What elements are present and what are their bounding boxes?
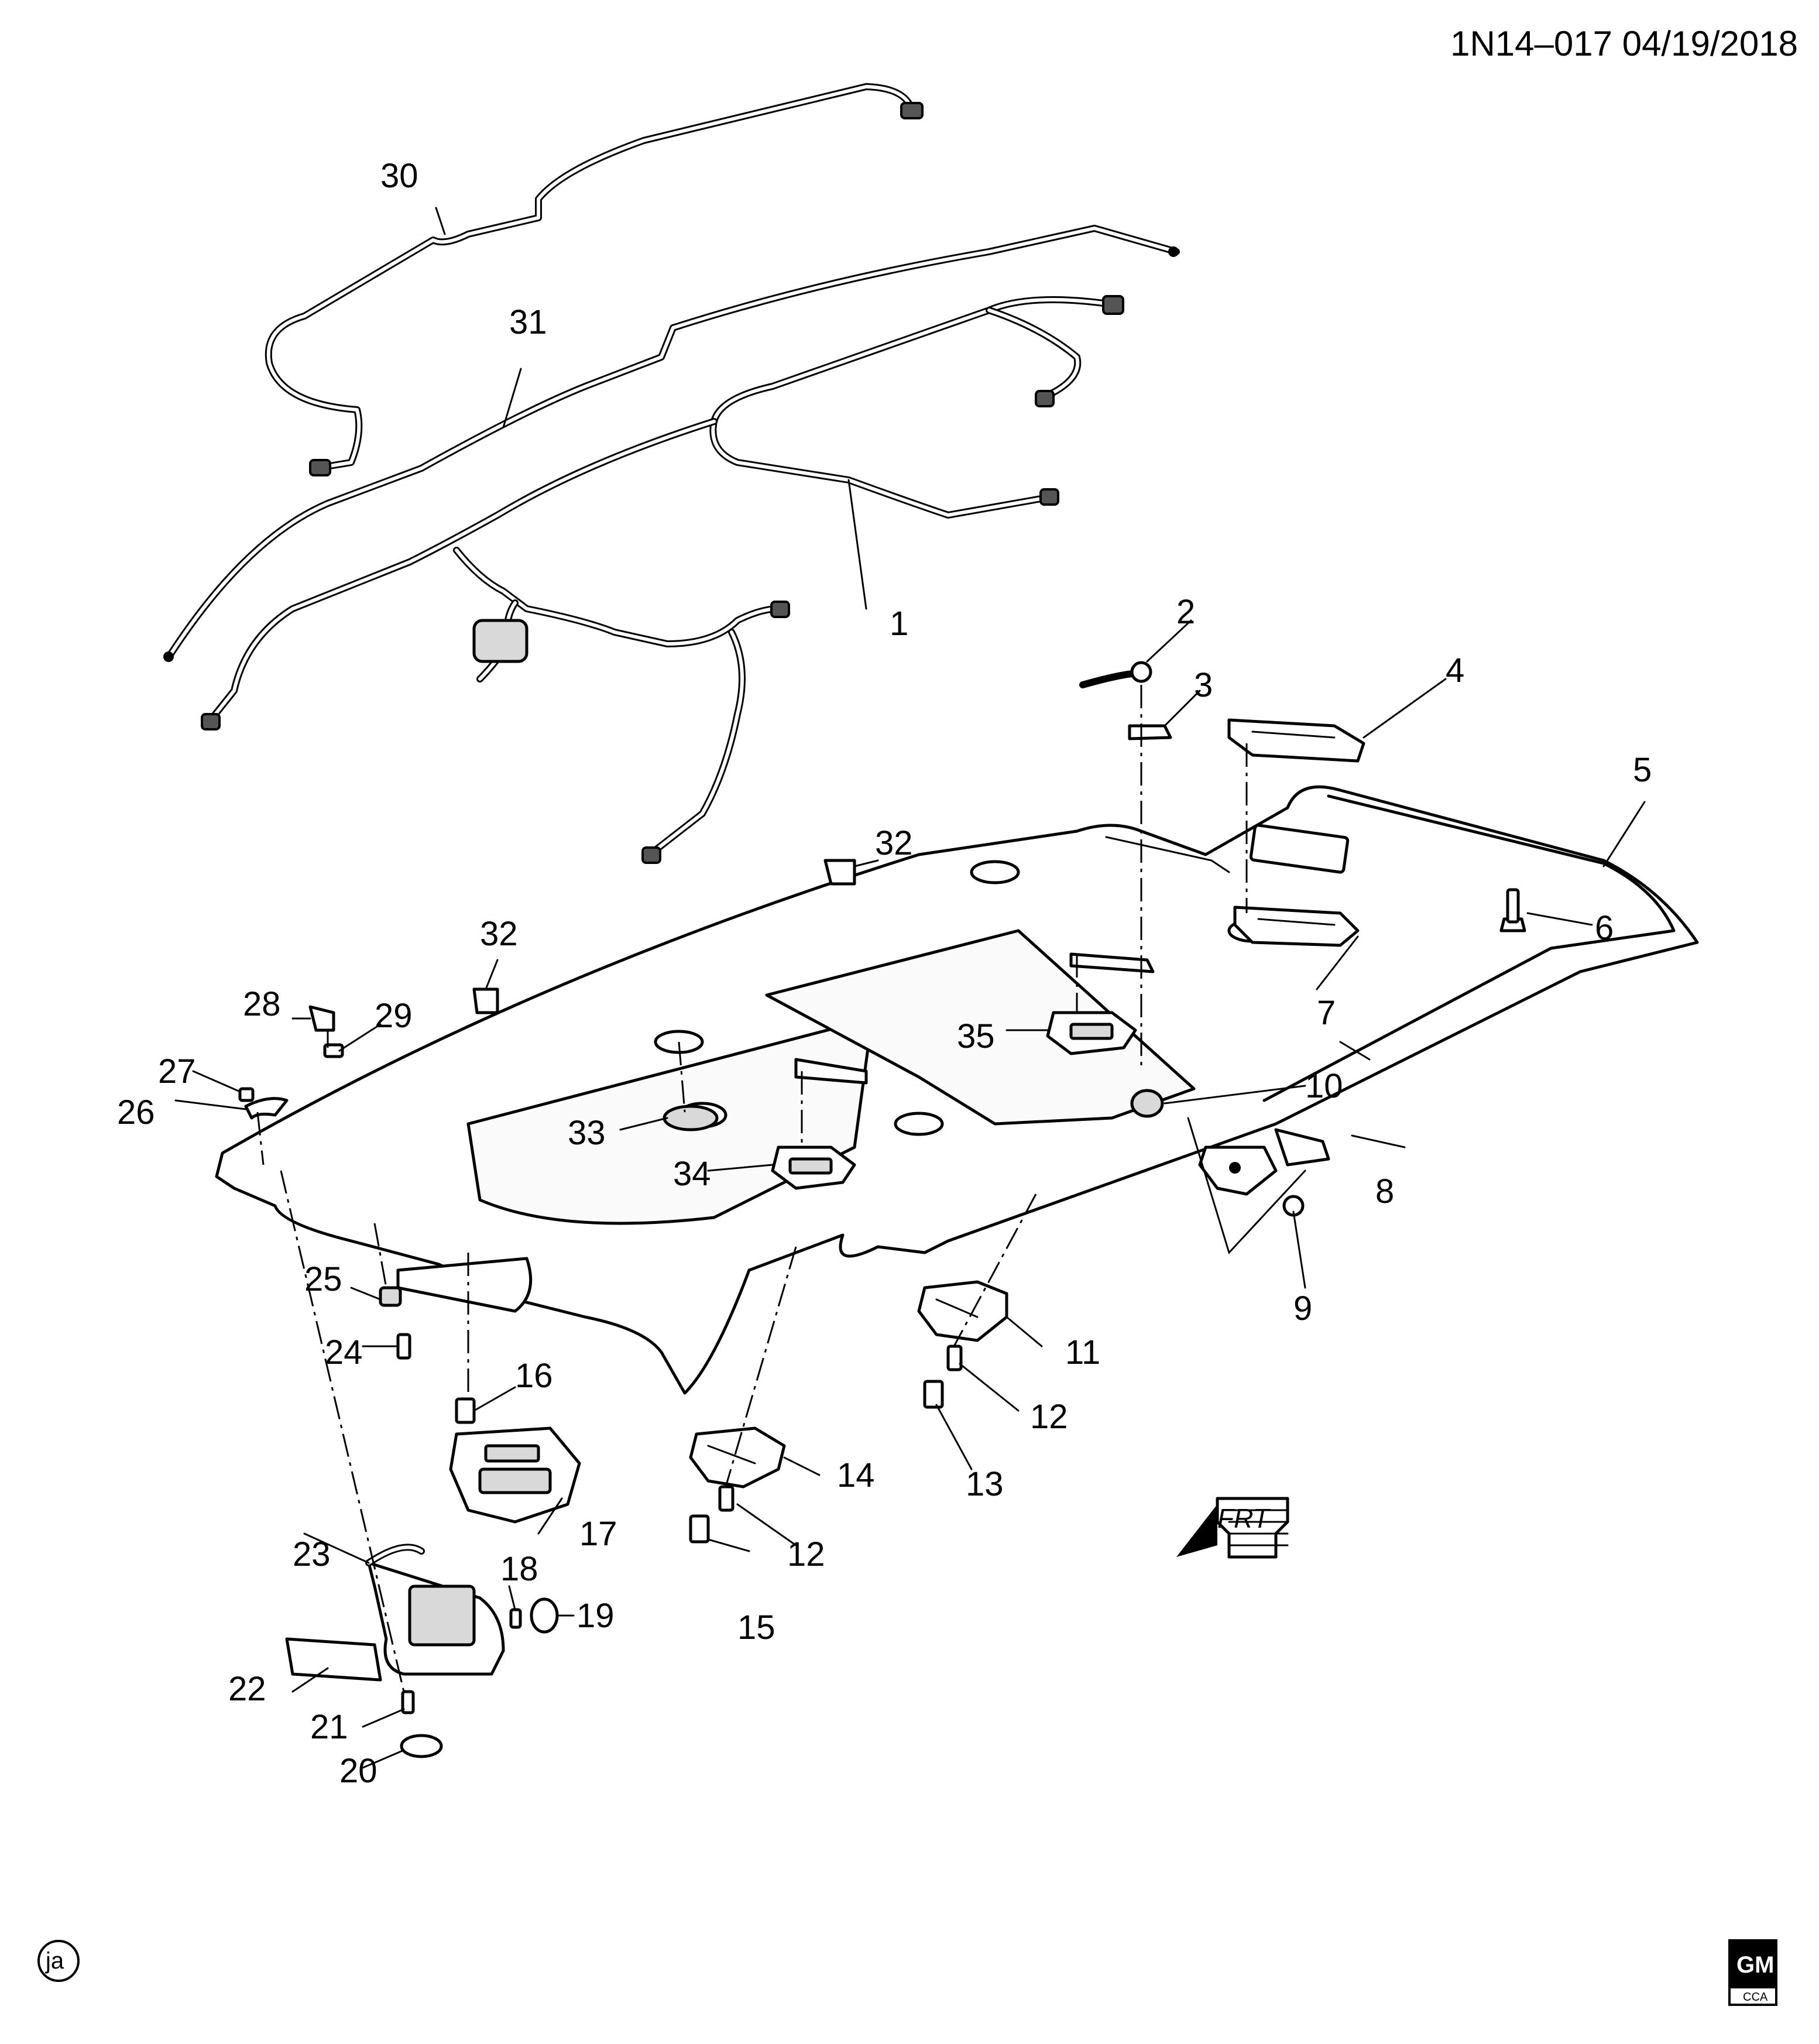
callout-1: 1 [890, 605, 908, 643]
part-6-fastener [1499, 888, 1526, 932]
callout-2: 2 [1176, 593, 1195, 631]
part-24-screw [396, 1333, 411, 1360]
callout-17: 17 [579, 1515, 617, 1553]
callout-9: 9 [1293, 1289, 1312, 1328]
callout-5: 5 [1633, 751, 1652, 789]
callout-11: 11 [1065, 1333, 1100, 1371]
part-25-clip [379, 1286, 402, 1307]
part-3-retainer [1128, 724, 1172, 740]
part-12-screw-upper [946, 1345, 963, 1371]
callout-12-upper: 12 [1030, 1398, 1068, 1436]
part-27-clip [238, 1087, 255, 1102]
part-7-grab-handle [1233, 906, 1360, 947]
part-18-bushing [509, 1608, 522, 1629]
callout-33: 33 [568, 1114, 606, 1152]
part-32-clip-upper [823, 859, 856, 886]
part-35-lamp [1046, 952, 1155, 1055]
callout-13: 13 [966, 1465, 1004, 1503]
callout-21: 21 [310, 1708, 348, 1746]
callout-25: 25 [304, 1260, 342, 1298]
callout-19: 19 [576, 1597, 615, 1635]
part-23-sunshade [365, 1544, 505, 1676]
part-22-label [285, 1637, 382, 1682]
callout-31: 31 [509, 303, 547, 341]
part-14-coat-hook [689, 1426, 786, 1489]
callout-4: 4 [1446, 651, 1464, 690]
callout-28: 28 [243, 985, 281, 1023]
illustrator-mark: ja [37, 1940, 80, 1982]
part-8-bracket [1198, 1128, 1330, 1196]
illustrator-initials: ja [45, 1948, 64, 1974]
front-direction-indicator: FRT [1176, 1497, 1289, 1559]
callout-8: 8 [1375, 1172, 1394, 1210]
gm-logo-text: GM [1736, 1952, 1774, 1978]
callout-24: 24 [325, 1333, 363, 1371]
callout-14: 14 [837, 1456, 875, 1494]
callout-35: 35 [957, 1017, 995, 1055]
part-15-cover [689, 1514, 710, 1544]
callout-30: 30 [380, 157, 418, 195]
callout-15: 15 [737, 1609, 775, 1647]
wire-harness-1 [201, 295, 1124, 864]
wire-harness-30 [265, 83, 924, 476]
callout-26: 26 [117, 1093, 155, 1131]
callout-22: 22 [228, 1670, 266, 1708]
leader-lines [174, 207, 1646, 1769]
part-4-handle [1227, 718, 1365, 763]
callout-12-lower: 12 [787, 1535, 825, 1573]
frt-label: FRT [1217, 1503, 1271, 1534]
callout-23: 23 [293, 1535, 331, 1573]
callout-27: 27 [158, 1052, 196, 1090]
callout-16: 16 [515, 1357, 553, 1395]
callout-6: 6 [1595, 909, 1614, 947]
part-13-cover [923, 1380, 944, 1409]
part-2-wire-clip [1079, 661, 1152, 688]
part-33-speaker-grille [663, 1105, 719, 1131]
part-17-overhead-console [449, 1426, 581, 1524]
callout-29: 29 [375, 997, 413, 1035]
callout-20: 20 [339, 1752, 377, 1790]
wire-harness-31 [163, 225, 1180, 662]
diagram-code-date: 1N14–017 04/19/2018 [1450, 24, 1798, 63]
part-28-clip [308, 1005, 335, 1032]
callout-34: 34 [673, 1155, 711, 1193]
part-16-clip [455, 1397, 476, 1424]
front-arrow-icon [1176, 1504, 1217, 1557]
callout-10: 10 [1305, 1067, 1343, 1105]
callout-32-lower: 32 [480, 915, 518, 953]
part-20-cap [400, 1734, 443, 1758]
part-12-screw-lower [718, 1485, 735, 1512]
gm-logo: GM CCA [1728, 1939, 1777, 2006]
callout-18: 18 [500, 1550, 538, 1588]
part-19-clip [530, 1597, 559, 1634]
callout-7: 7 [1317, 994, 1336, 1032]
part-21-screw [401, 1690, 415, 1714]
part-29-clip [323, 1043, 344, 1058]
gm-logo-subtext: CCA [1743, 1991, 1768, 2004]
callout-32-upper: 32 [875, 824, 913, 862]
part-10-plug [1130, 1089, 1164, 1118]
callout-3: 3 [1194, 666, 1213, 704]
callout-labels: 1 2 3 4 5 6 7 8 9 10 11 12 12 13 14 15 1… [117, 157, 1652, 1790]
part-32-clip-lower [472, 987, 499, 1014]
part-26-trim-ring [244, 1097, 289, 1120]
part-34-lamp [771, 1058, 868, 1190]
